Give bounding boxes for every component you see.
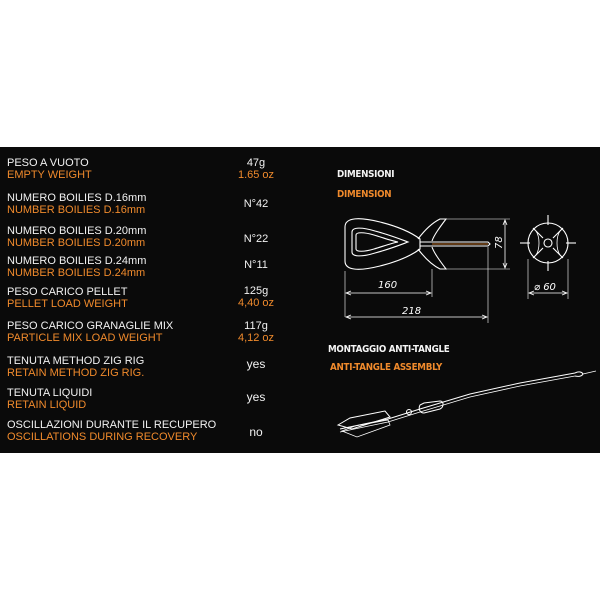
- spec-label-it: NUMERO BOILIES D.24mm: [7, 255, 147, 267]
- spec-panel: PESO A VUOTO EMPTY WEIGHT 47g 1.65 oz NU…: [0, 147, 600, 453]
- spec-label-en: NUMBER BOILIES D.16mm: [7, 204, 146, 216]
- spec-label-en: PELLET LOAD WEIGHT: [7, 298, 128, 310]
- spec-label-it: NUMERO BOILIES D.16mm: [7, 192, 147, 204]
- spec-label-en: RETAIN METHOD ZIG RIG.: [7, 367, 145, 379]
- dimension-title-it: DIMENSIONI: [337, 169, 395, 180]
- spec-label-it: TENUTA METHOD ZIG RIG: [7, 355, 145, 367]
- dimension-title-en: DIMENSION: [337, 189, 392, 200]
- spec-label-en: OSCILLATIONS DURING RECOVERY: [7, 431, 198, 443]
- spec-label-it: NUMERO BOILIES D.20mm: [7, 225, 147, 237]
- technical-drawing: 160 218 78 ⌀ 60: [336, 215, 597, 438]
- spec-label-en: NUMBER BOILIES D.24mm: [7, 267, 146, 279]
- spec-value-alt: 4,12 oz: [237, 332, 275, 344]
- dimension-diameter: ⌀ 60: [534, 282, 556, 293]
- spec-value: N°22: [243, 233, 269, 245]
- spec-label-it: PESO CARICO PELLET: [7, 286, 128, 298]
- spec-value: 117g: [244, 320, 268, 332]
- assembly-title-it: MONTAGGIO ANTI-TANGLE: [328, 344, 450, 355]
- spec-value: N°11: [244, 259, 268, 271]
- dimension-78: 78: [494, 236, 505, 249]
- spec-value: N°42: [243, 198, 269, 210]
- spec-label-it: PESO A VUOTO: [7, 157, 89, 169]
- spec-value-alt: 1.65 oz: [237, 169, 275, 181]
- feeder-front-view: [520, 215, 576, 299]
- anti-tangle-drawing: [336, 370, 597, 438]
- spec-value: 125g: [243, 285, 269, 297]
- spec-label-it: TENUTA LIQUIDI: [7, 387, 93, 399]
- assembly-title-en: ANTI-TANGLE ASSEMBLY: [330, 362, 443, 373]
- spec-label-it: PESO CARICO GRANAGLIE MIX: [7, 320, 174, 332]
- feeder-side-view: [344, 218, 510, 323]
- dimension-218: 218: [402, 306, 421, 317]
- spec-value: no: [249, 425, 263, 439]
- dimension-160: 160: [378, 280, 397, 291]
- spec-value: 47g: [246, 157, 266, 169]
- spec-value: yes: [246, 357, 266, 371]
- spec-value-alt: 4,40 oz: [237, 297, 275, 309]
- spec-label-en: RETAIN LIQUID: [7, 399, 87, 411]
- spec-label-en: PARTICLE MIX LOAD WEIGHT: [7, 332, 163, 344]
- spec-value: yes: [246, 390, 266, 404]
- spec-label-en: NUMBER BOILIES D.20mm: [7, 237, 146, 249]
- spec-label-it: OSCILLAZIONI DURANTE IL RECUPERO: [7, 419, 217, 431]
- spec-label-en: EMPTY WEIGHT: [7, 169, 92, 181]
